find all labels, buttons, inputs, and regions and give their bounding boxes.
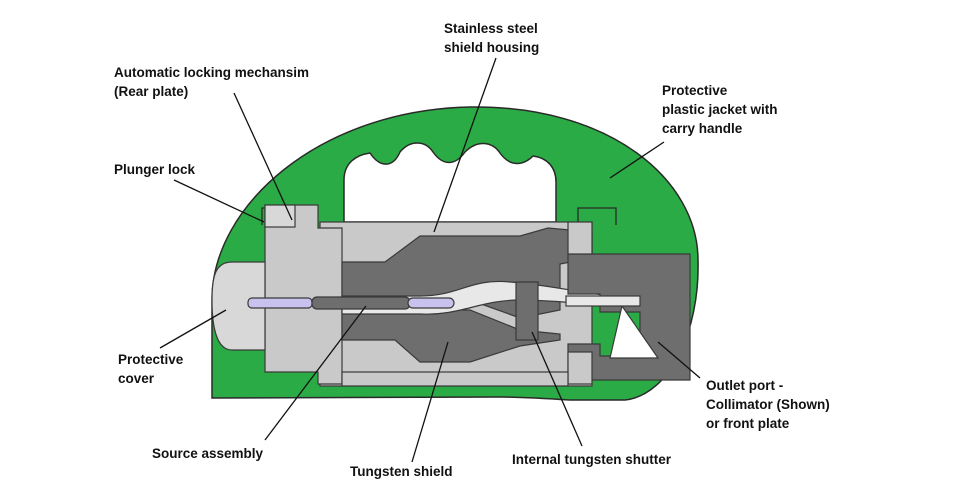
label-outlet-line2: Collimator (Shown)	[706, 397, 830, 412]
internal-tungsten-shutter	[515, 281, 539, 341]
leader-outlet-port	[657, 341, 701, 379]
label-outlet-line1: Outlet port -	[706, 378, 783, 393]
label-stainless-steel-housing: Stainless steel shield housing	[444, 21, 542, 55]
carry-handle-opening	[343, 142, 557, 223]
label-shutter-line1: Internal tungsten shutter	[512, 452, 672, 467]
outlet-port-collimator	[567, 253, 691, 381]
leader-tungsten-shield	[411, 341, 449, 463]
leader-stainless-steel	[433, 57, 497, 233]
collimator-slot	[565, 295, 641, 307]
protective-cover	[211, 261, 266, 351]
label-outlet-port: Outlet port - Collimator (Shown) or fron…	[706, 378, 834, 431]
label-jacket-line1: Protective	[662, 83, 728, 98]
label-stainless-steel-line1: Stainless steel	[444, 21, 538, 36]
label-internal-shutter: Internal tungsten shutter	[512, 452, 672, 467]
label-cover-line1: Protective	[118, 352, 184, 367]
rear-plate-locking-mechanism	[264, 204, 343, 385]
front-step-bottom	[567, 351, 593, 385]
label-plunger-line1: Plunger lock	[114, 162, 196, 177]
label-tungsten-line1: Tungsten shield	[350, 464, 453, 479]
housing-base	[341, 371, 569, 387]
leader-locking-mechanism	[233, 92, 293, 221]
leader-internal-shutter	[531, 331, 583, 447]
front-step-top	[567, 221, 593, 255]
label-locking-mechanism: Automatic locking mechansim (Rear plate)	[114, 65, 313, 99]
leader-plunger-lock	[173, 179, 265, 223]
label-locking-line2: (Rear plate)	[114, 84, 188, 99]
leader-source-assembly	[264, 305, 367, 441]
label-source-assembly: Source assembly	[152, 446, 264, 461]
source-pellet	[407, 297, 455, 309]
source-cable	[247, 297, 313, 309]
label-jacket-line3: carry handle	[662, 121, 743, 136]
label-protective-cover: Protective cover	[118, 352, 187, 386]
label-stainless-steel-line2: shield housing	[444, 40, 539, 55]
label-locking-line1: Automatic locking mechansim	[114, 65, 309, 80]
collimator-opening	[609, 304, 660, 359]
jacket-step-outline	[577, 207, 617, 225]
label-protective-jacket: Protective plastic jacket with carry han…	[662, 83, 781, 136]
label-source-line1: Source assembly	[152, 446, 264, 461]
source-capsule	[311, 296, 411, 310]
leader-protective-jacket	[609, 141, 665, 179]
label-tungsten-shield: Tungsten shield	[350, 464, 453, 479]
leader-protective-cover	[159, 309, 227, 349]
label-jacket-line2: plastic jacket with	[662, 102, 778, 117]
label-outlet-line3: or front plate	[706, 416, 790, 431]
label-plunger-lock: Plunger lock	[114, 162, 196, 177]
label-cover-line2: cover	[118, 371, 155, 386]
